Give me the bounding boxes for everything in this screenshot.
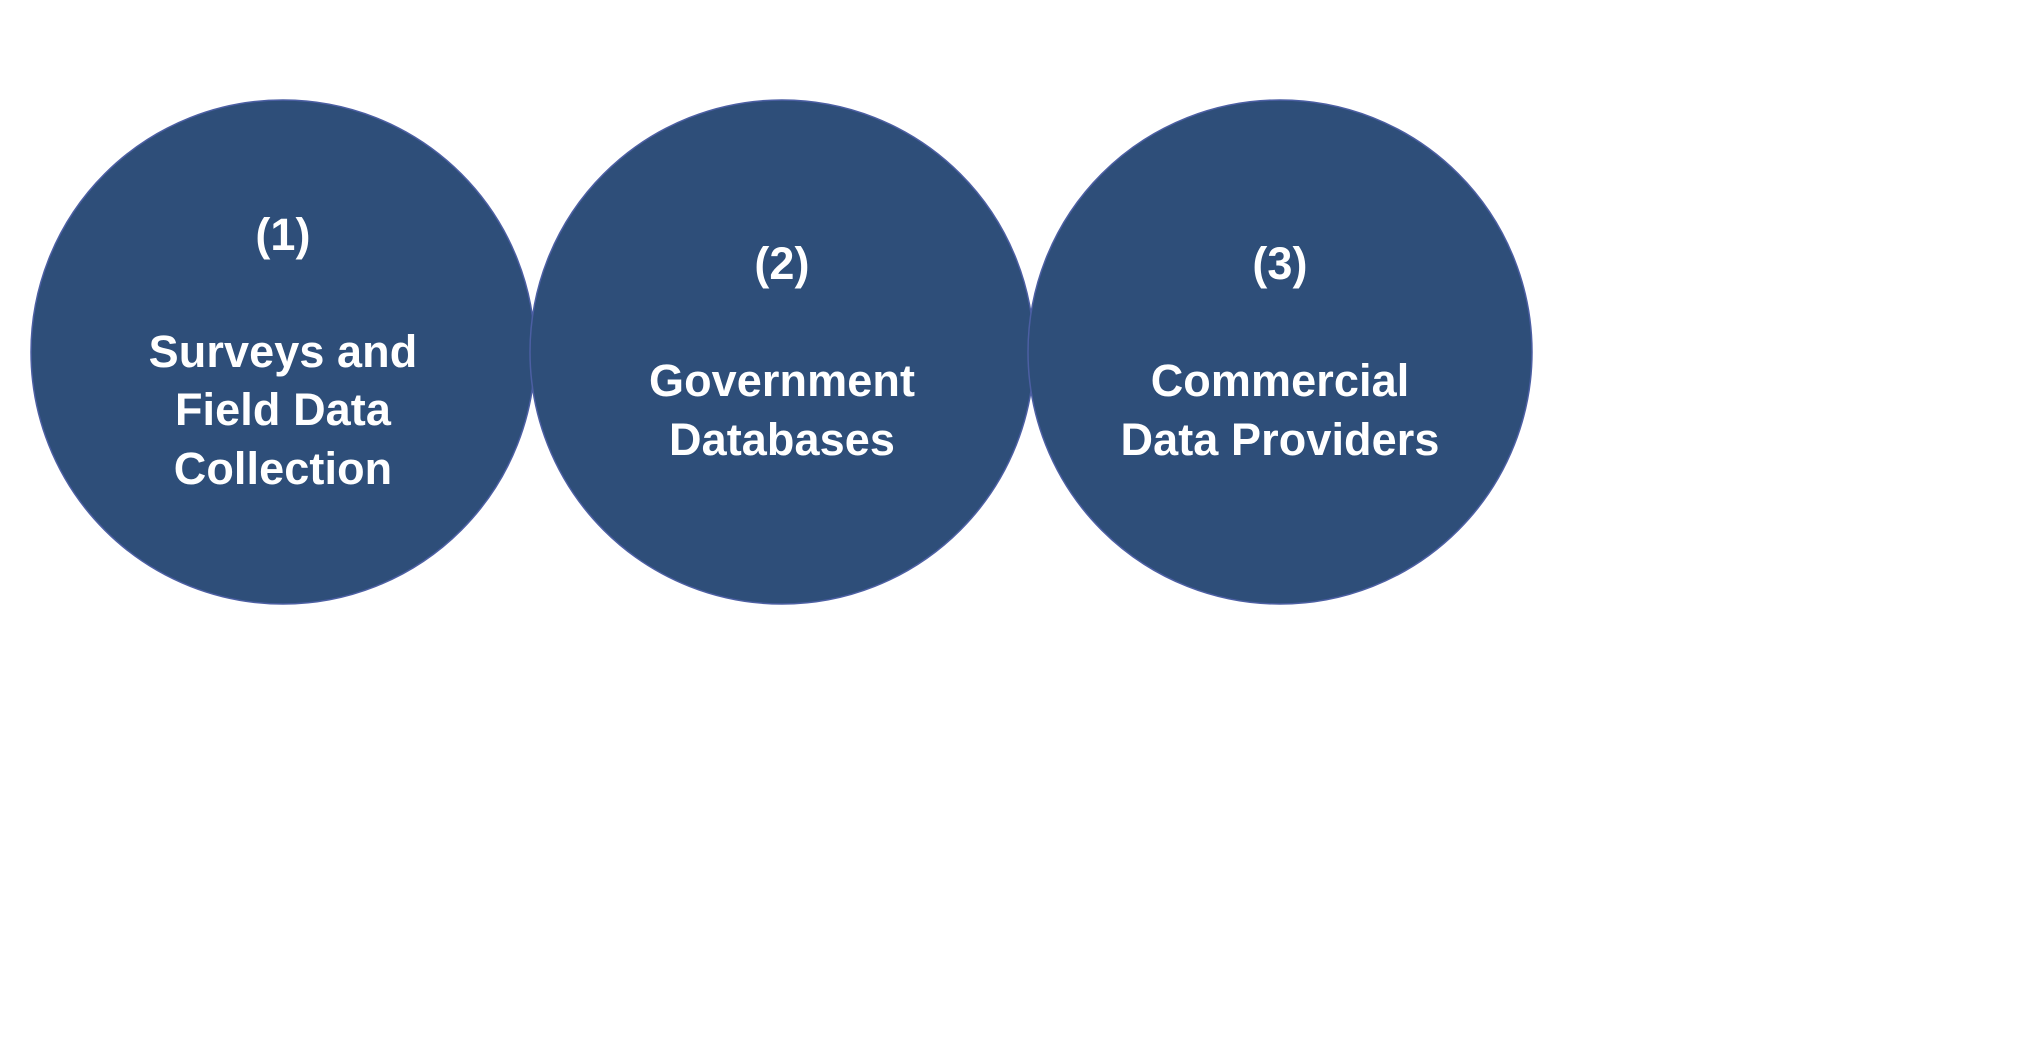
node-title-2: Government Databases [648, 355, 916, 465]
node-title-3: Commercial Data Providers [1120, 355, 1440, 465]
node-surveys-and-field-data-collection[interactable]: (1) Surveys and Field Data Collection [31, 100, 535, 604]
node-label-2: (2) Government Databases [637, 177, 927, 528]
node-index-2: (2) [754, 238, 810, 289]
node-label-1: (1) Surveys and Field Data Collection [137, 147, 430, 557]
node-label-3: (3) Commercial Data Providers [1108, 177, 1451, 528]
node-index-1: (1) [255, 208, 311, 260]
node-title-1: Surveys and Field Data Collection [148, 325, 418, 494]
node-government-databases[interactable]: (2) Government Databases [530, 100, 1034, 604]
circle-shape-3[interactable] [1027, 99, 1533, 605]
node-commercial-data-providers[interactable]: (3) Commercial Data Providers [1028, 100, 1532, 604]
node-index-3: (3) [1252, 238, 1308, 289]
